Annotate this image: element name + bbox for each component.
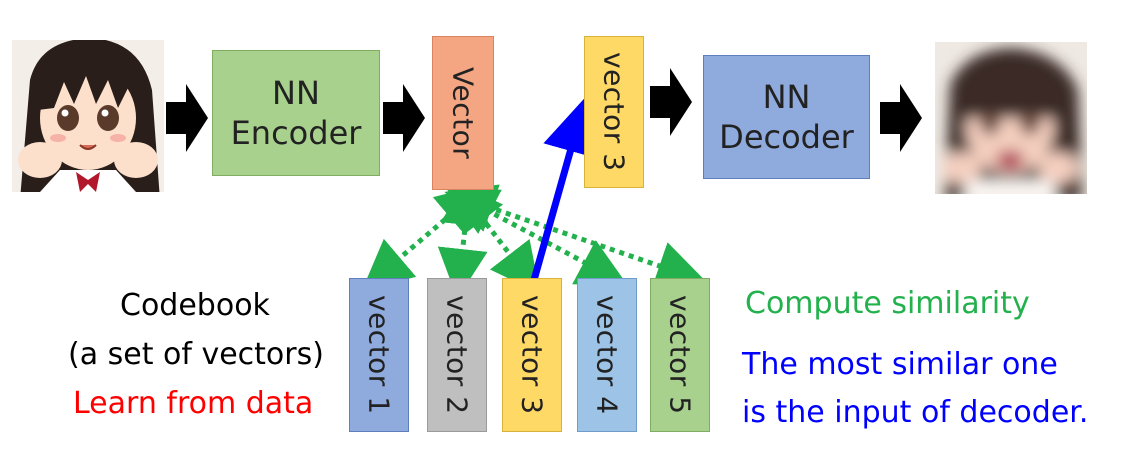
codebook-note: Learn from data	[73, 386, 314, 421]
selection-arrow	[530, 97, 598, 281]
nn-decoder-box: NN Decoder	[703, 55, 870, 179]
codebook-vector-1: vector 1	[349, 278, 409, 432]
decoder-line1: NN	[762, 78, 811, 116]
similarity-annotation: Compute similarity	[745, 286, 1030, 321]
selection-annotation-line2: is the input of decoder.	[742, 395, 1089, 430]
arrow-decoder-to-output	[880, 84, 922, 152]
similarity-arrow-2	[437, 175, 491, 299]
selected-vector-label: vector 3	[597, 52, 631, 172]
arrow-encoder-to-vector	[383, 84, 425, 152]
codebook-subtitle: (a set of vectors)	[68, 337, 324, 372]
codebook-vector-5-label: vector 5	[663, 295, 697, 415]
similarity-arrow-5	[444, 184, 707, 290]
encoder-line2: Encoder	[230, 114, 362, 152]
codebook-vector-3: vector 3	[502, 278, 562, 432]
encoded-vector-box: Vector	[432, 36, 494, 190]
codebook-vector-5: vector 5	[650, 278, 710, 432]
selection-annotation-line1: The most similar one	[742, 347, 1058, 382]
codebook-title: Codebook	[120, 288, 270, 323]
similarity-arrow-1	[361, 183, 488, 291]
codebook-vector-1-label: vector 1	[362, 295, 396, 415]
arrow-input-to-encoder	[166, 84, 208, 152]
encoded-vector-label: Vector	[446, 66, 480, 160]
similarity-arrow-3	[452, 180, 541, 294]
codebook-vector-2-label: vector 2	[440, 295, 474, 415]
encoder-line1: NN	[272, 74, 320, 112]
decoder-line2: Decoder	[719, 118, 854, 156]
codebook-vector-4: vector 4	[577, 278, 637, 432]
similarity-arrow-4	[445, 188, 629, 286]
codebook-vector-4-label: vector 4	[590, 295, 624, 415]
codebook-vector-2: vector 2	[427, 278, 487, 432]
arrow-vector3-to-decoder	[650, 68, 692, 136]
selected-vector-box: vector 3	[584, 36, 644, 188]
codebook-vector-3-label: vector 3	[515, 295, 549, 415]
nn-encoder-box: NN Encoder	[212, 50, 380, 176]
